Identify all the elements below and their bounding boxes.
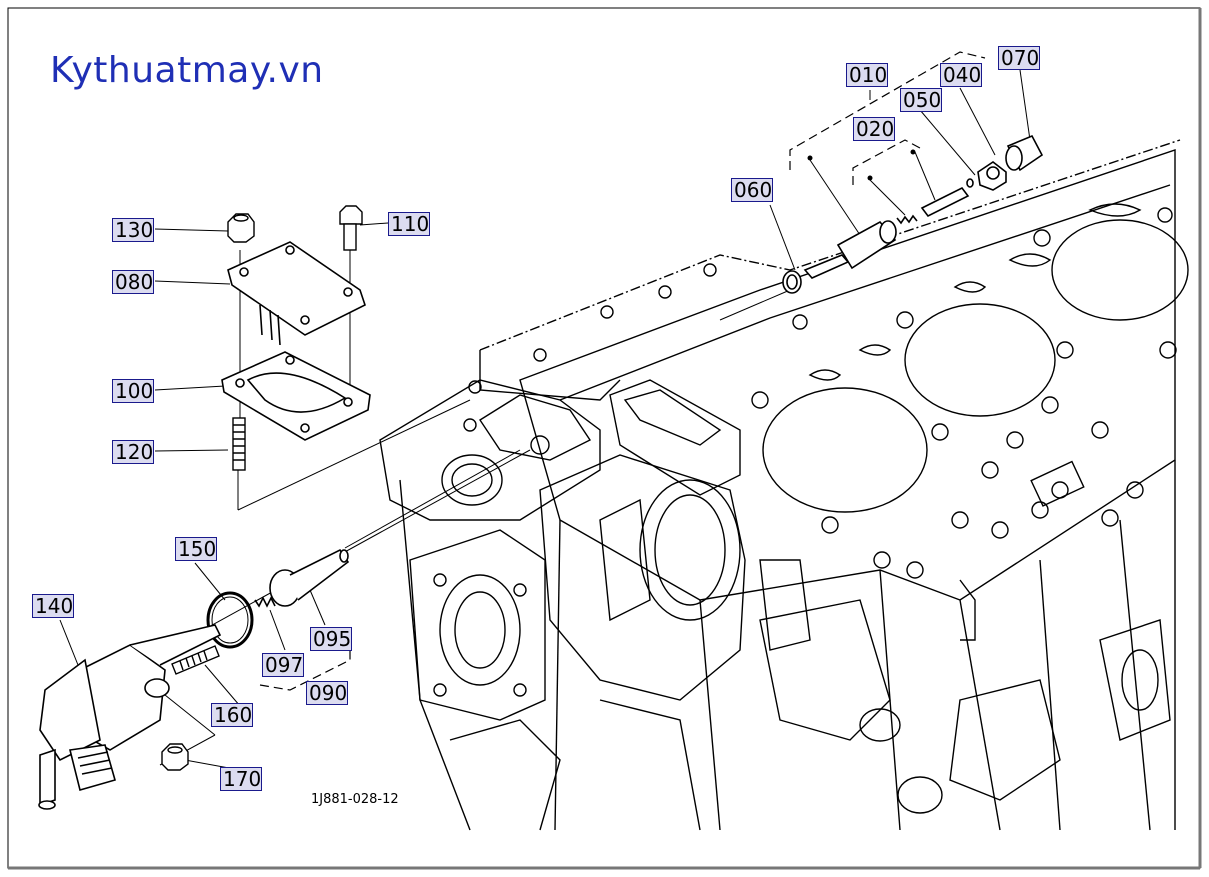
callout-097[interactable]: 097: [262, 653, 304, 677]
callout-150[interactable]: 150: [175, 537, 217, 561]
callout-040[interactable]: 040: [940, 63, 982, 87]
group-brackets: [259, 51, 986, 691]
callout-080[interactable]: 080: [112, 270, 154, 294]
nut-170: [161, 743, 189, 771]
bolt-holes: [463, 207, 1177, 579]
washer-060: [782, 270, 802, 294]
callout-100[interactable]: 100: [112, 379, 154, 403]
callout-160[interactable]: 160: [211, 703, 253, 727]
valve-095: [269, 548, 350, 607]
o-ring-150: [206, 591, 254, 649]
nut-130: [227, 213, 255, 243]
watermark-text: Kythuatmay.vn: [50, 50, 324, 91]
callout-170[interactable]: 170: [220, 767, 262, 791]
callout-090[interactable]: 090: [306, 681, 348, 705]
callout-140[interactable]: 140: [32, 594, 74, 618]
drawing-code: 1J881-028-12: [311, 792, 399, 807]
callout-050[interactable]: 050: [900, 88, 942, 112]
callout-120[interactable]: 120: [112, 440, 154, 464]
leader-dots: [807, 149, 916, 181]
bolt-110: [339, 205, 363, 251]
callout-110[interactable]: 110: [388, 212, 430, 236]
spring-097: [254, 596, 276, 608]
callout-010[interactable]: 010: [846, 63, 888, 87]
callout-130[interactable]: 130: [112, 218, 154, 242]
cover-plate-080: [227, 241, 366, 346]
sensor-housing-140: [38, 624, 222, 810]
callout-070[interactable]: 070: [998, 46, 1040, 70]
engine-block-drawing: [379, 139, 1189, 831]
callout-060[interactable]: 060: [731, 178, 773, 202]
stud-120: [232, 417, 246, 471]
callout-020[interactable]: 020: [853, 117, 895, 141]
diagram-border: [7, 7, 1201, 869]
stud-160: [171, 645, 220, 675]
gasket-100: [221, 351, 371, 441]
valve-assembly-010: [782, 134, 1044, 294]
callout-095[interactable]: 095: [310, 627, 352, 651]
